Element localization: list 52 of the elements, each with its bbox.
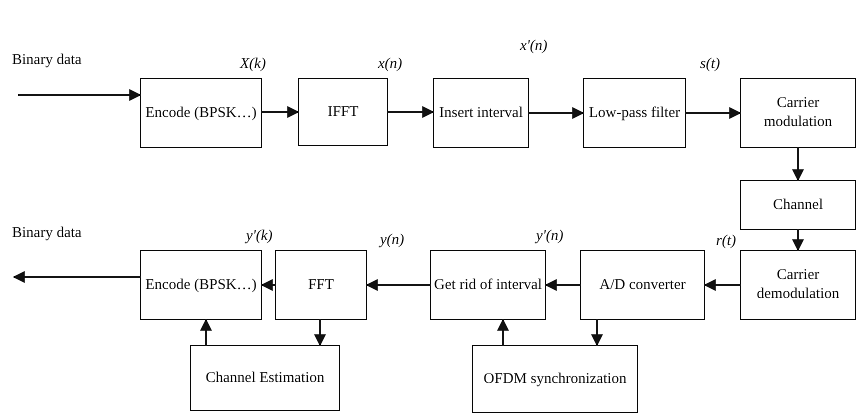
arrow [260,279,275,291]
box-label: Insert interval [439,104,523,122]
box-label: Encode (BPSK…) [145,104,257,122]
box-label: Carrier demodulation [756,266,840,304]
arrow [497,318,509,345]
process-box [740,250,856,320]
process-box [275,250,367,320]
arrow [792,148,804,182]
box-label: FFT [308,276,334,294]
arrow [262,106,300,118]
box-label: Carrier modulation [762,94,834,132]
arrow [388,106,434,118]
signal-label: y'(k) [246,228,273,245]
signal-label: y'(n) [536,228,564,245]
signal-label: X(k) [240,56,266,73]
arrow [314,320,326,346]
arrow [544,279,580,291]
process-box [140,250,262,320]
box-label: Get rid of interval [434,276,542,294]
process-box [433,78,529,148]
process-box [472,345,638,413]
box-label: Low-pass filter [588,104,680,122]
signal-label: x'(n) [520,38,548,55]
arrow [366,279,430,291]
box-label: OFDM synchronization [484,370,626,388]
process-box [580,250,705,320]
box-label: Encode (BPSK…) [145,276,257,294]
process-box [298,78,388,146]
arrow [686,107,742,119]
signal-label: x(n) [378,56,402,73]
arrow [792,230,804,252]
process-box [190,345,340,411]
process-box [740,180,856,230]
arrow [12,271,140,283]
signal-label: y(n) [380,232,404,249]
io-label: Binary data [12,225,82,242]
process-box [430,250,546,320]
arrow [200,318,212,345]
box-label: Channel Estimation [206,368,324,388]
process-box [740,78,856,148]
arrow [704,279,740,291]
signal-label: r(t) [716,233,736,250]
box-label: IFFT [328,102,358,122]
box-label: Channel [773,196,823,214]
box-label: A/D converter [599,276,686,294]
arrow [591,320,603,346]
arrow [529,107,584,119]
io-label: Binary data [12,52,82,69]
signal-label: s(t) [700,56,720,73]
process-box [140,78,262,148]
arrow [18,89,142,101]
process-box [583,78,686,148]
